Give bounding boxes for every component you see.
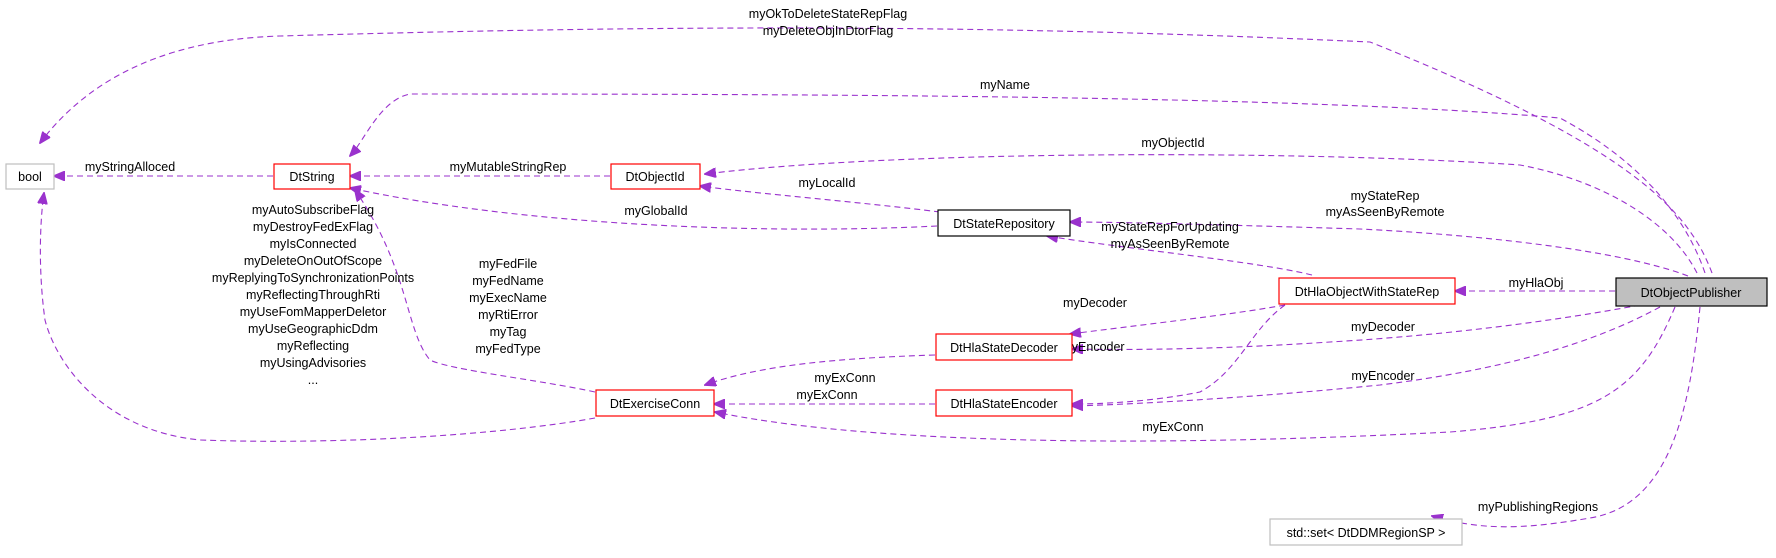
edge-label-publisher-staterep-1: myStateRep	[1351, 189, 1420, 203]
edge-label-publisher-decoder: myDecoder	[1351, 320, 1415, 334]
edge-publisher-dtstring	[350, 93, 1706, 274]
node-dthlastatedecoder[interactable]: DtHlaStateDecoder	[935, 333, 1073, 361]
edge-label-exconn-bool-4: myDeleteOnOutOfScope	[244, 254, 382, 268]
node-stdset-label: std::set< DtDDMRegionSP >	[1287, 526, 1446, 540]
node-dtobjectpublisher[interactable]: DtObjectPublisher	[1615, 277, 1768, 307]
edge-label-hlaobj-decoder: myDecoder	[1063, 296, 1127, 310]
edge-label-exconn-bool-8: myUseGeographicDdm	[248, 322, 378, 336]
node-stdset[interactable]: std::set< DtDDMRegionSP >	[1269, 518, 1463, 546]
edge-exconn-bool	[40, 193, 596, 442]
edge-label-exconn-dtstring-1: myFedFile	[479, 257, 537, 271]
node-dtexerciseconn[interactable]: DtExerciseConn	[595, 389, 715, 417]
edge-label-exconn-bool-1: myAutoSubscribeFlag	[252, 203, 374, 217]
edge-label-exconn-dtstring-6: myFedType	[475, 342, 540, 356]
node-dtobjectid-label: DtObjectId	[625, 170, 684, 184]
edge-publisher-decoder	[1072, 304, 1641, 349]
edge-label-exconn-bool-10: myUsingAdvisories	[260, 356, 366, 370]
edge-labels-exconn-bool: myAutoSubscribeFlag myDestroyFedExFlag m…	[212, 203, 414, 387]
edge-hlaobj-decoder	[1070, 304, 1286, 334]
edge-label-exconn-bool-2: myDestroyFedExFlag	[253, 220, 373, 234]
edge-label-exconn-bool-11: ...	[308, 373, 318, 387]
edge-label-publisher-bool-1: myOkToDeleteStateRepFlag	[749, 7, 907, 21]
edge-publisher-exconn	[715, 306, 1676, 442]
node-dtobjectid[interactable]: DtObjectId	[610, 163, 701, 190]
edge-hlaobj-encoder	[1072, 304, 1286, 404]
edge-decoder-exconn	[705, 354, 936, 385]
node-dthlastatedecoder-label: DtHlaStateDecoder	[950, 341, 1058, 355]
edge-hlaobj-staterep	[1047, 236, 1313, 276]
node-dthlastateencoder-label: DtHlaStateEncoder	[950, 397, 1057, 411]
node-dtstaterepository-label: DtStateRepository	[953, 217, 1055, 231]
edge-label-staterep-dtstring: myGlobalId	[624, 204, 687, 218]
edge-label-publisher-exconn: myExConn	[1142, 420, 1203, 434]
edge-staterep-objectid	[700, 186, 941, 213]
node-dtstaterepository[interactable]: DtStateRepository	[937, 209, 1071, 237]
edge-label-staterep-objectid: myLocalId	[799, 176, 856, 190]
node-dthlaobjectwithstaterep-label: DtHlaObjectWithStateRep	[1295, 285, 1440, 299]
edge-label-publisher-hlaobj: myHlaObj	[1509, 276, 1564, 290]
edge-label-dtstring-bool: myStringAlloced	[85, 160, 175, 174]
edge-exconn-dtstring	[355, 190, 596, 393]
edge-label-publisher-encoder: myEncoder	[1351, 369, 1414, 383]
edge-label-hlaobj-encoder: myEncoder	[1061, 340, 1124, 354]
edge-staterep-dtstring	[350, 188, 938, 230]
node-dtobjectpublisher-label: DtObjectPublisher	[1641, 286, 1742, 300]
edge-label-exconn-dtstring-3: myExecName	[469, 291, 547, 305]
node-dthlastateencoder[interactable]: DtHlaStateEncoder	[935, 389, 1073, 417]
edge-label-exconn-bool-6: myReflectingThroughRti	[246, 288, 380, 302]
edge-publisher-staterep	[1070, 222, 1689, 277]
edge-publisher-bool	[40, 27, 1713, 274]
edge-label-encoder-exconn: myExConn	[796, 388, 857, 402]
edge-publisher-encoder	[1072, 306, 1661, 406]
edge-label-publisher-set: myPublishingRegions	[1478, 500, 1598, 514]
edge-label-publisher-dtstring: myName	[980, 78, 1030, 92]
edge-publisher-objectid	[705, 154, 1698, 274]
edge-label-exconn-bool-7: myUseFomMapperDeletor	[240, 305, 387, 319]
edge-label-publisher-objectid: myObjectId	[1141, 136, 1204, 150]
edge-label-exconn-dtstring-4: myRtiError	[478, 308, 538, 322]
edge-label-exconn-bool-9: myReflecting	[277, 339, 349, 353]
edge-label-hlaobj-staterep-1: myStateRepForUpdating	[1101, 220, 1239, 234]
edge-label-publisher-bool-2: myDeleteObjInDtorFlag	[763, 24, 894, 38]
node-dtstring[interactable]: DtString	[273, 163, 351, 190]
node-dthlaobjectwithstaterep[interactable]: DtHlaObjectWithStateRep	[1278, 277, 1456, 305]
edge-labels-exconn-dtstring: myFedFile myFedName myExecName myRtiErro…	[469, 257, 547, 356]
edge-label-hlaobj-staterep-2: myAsSeenByRemote	[1111, 237, 1230, 251]
node-bool-label: bool	[18, 170, 42, 184]
edge-label-decoder-exconn: myExConn	[814, 371, 875, 385]
edge-label-exconn-dtstring-5: myTag	[490, 325, 527, 339]
node-dtstring-label: DtString	[289, 170, 334, 184]
edge-publisher-set	[1432, 306, 1701, 528]
node-dtexerciseconn-label: DtExerciseConn	[610, 397, 700, 411]
edge-label-exconn-bool-3: myIsConnected	[270, 237, 357, 251]
node-bool[interactable]: bool	[5, 163, 55, 190]
edge-label-exconn-dtstring-2: myFedName	[472, 274, 544, 288]
edge-label-exconn-bool-5: myReplyingToSynchronizationPoints	[212, 271, 414, 285]
edge-label-objectid-dtstring: myMutableStringRep	[450, 160, 567, 174]
edge-label-publisher-staterep-2: myAsSeenByRemote	[1326, 205, 1445, 219]
